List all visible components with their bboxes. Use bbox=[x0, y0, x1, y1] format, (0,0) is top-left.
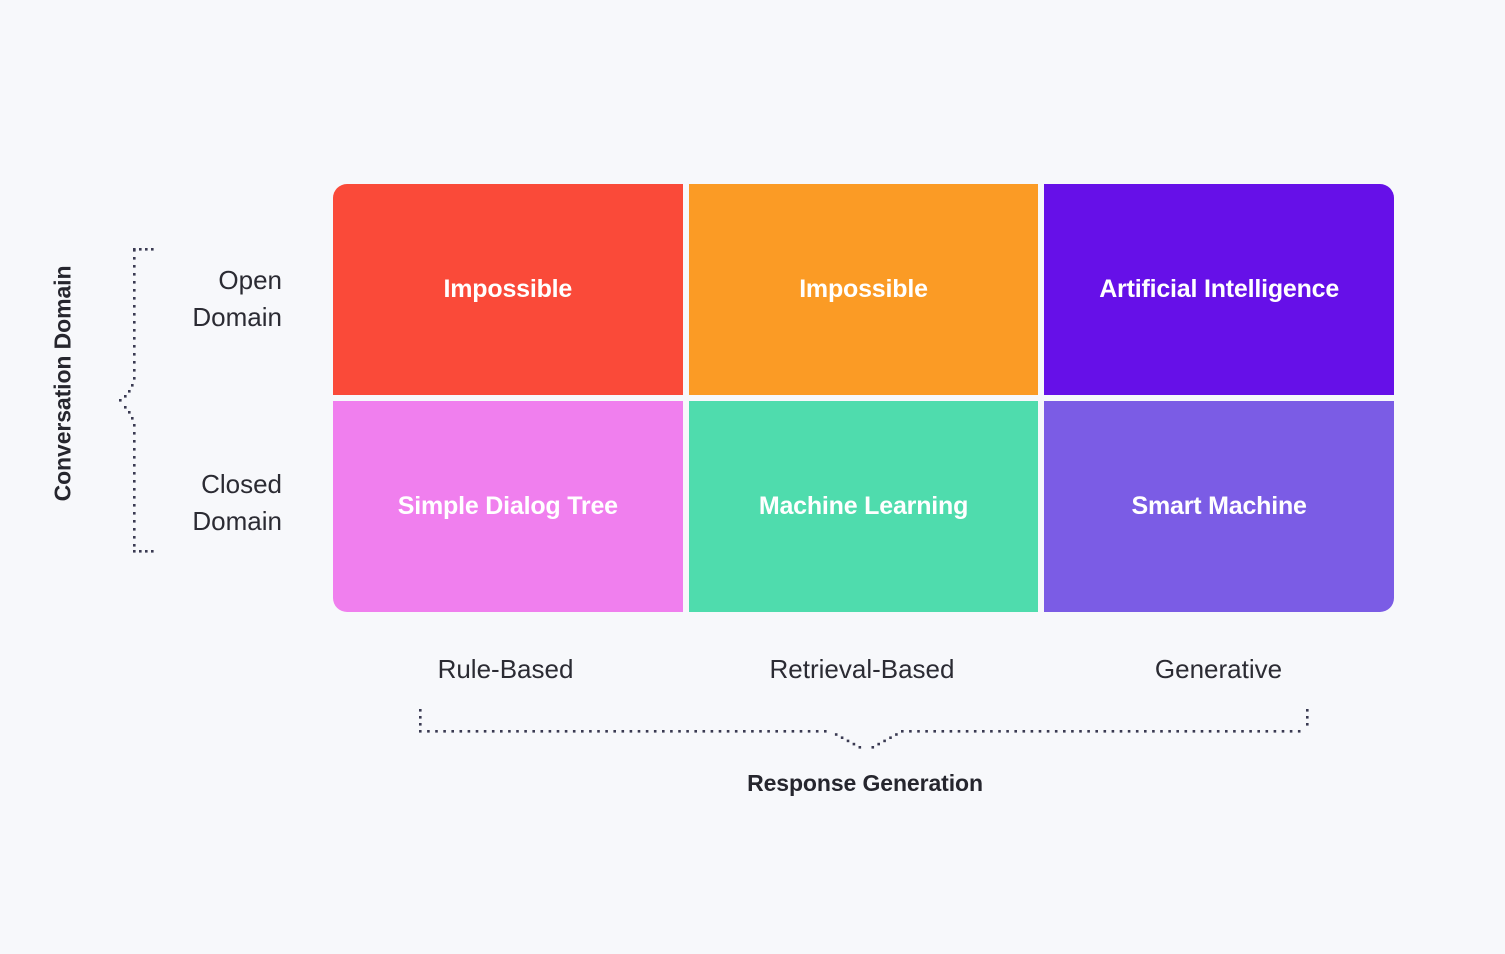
column-label-rule-based: Rule-Based bbox=[437, 654, 574, 684]
x-axis-title: Response Generation bbox=[747, 770, 983, 796]
capability-matrix: Impossible Impossible Artificial Intelli… bbox=[333, 184, 1394, 612]
row-label-closed-domain: Closed Domain bbox=[70, 466, 282, 540]
row-label-open-domain: Open Domain bbox=[70, 262, 282, 336]
matrix-cell[interactable]: Simple Dialog Tree bbox=[333, 401, 683, 612]
column-label-retrieval-based: Retrieval-Based bbox=[769, 654, 955, 684]
row-label-open-domain-line1: Open bbox=[218, 265, 282, 295]
matrix-cell[interactable]: Smart Machine bbox=[1044, 401, 1394, 612]
matrix-cell[interactable]: Impossible bbox=[333, 184, 683, 395]
row-label-open-domain-line2: Domain bbox=[192, 301, 282, 332]
row-label-closed-domain-line1: Closed bbox=[201, 469, 282, 499]
dotted-curly-brace-down-icon bbox=[419, 709, 1309, 749]
dotted-curly-brace-left-icon bbox=[119, 248, 154, 553]
row-label-closed-domain-line2: Domain bbox=[192, 505, 282, 536]
matrix-cell[interactable]: Machine Learning bbox=[688, 401, 1039, 612]
column-label-generative: Generative bbox=[1154, 654, 1283, 684]
matrix-cell[interactable]: Impossible bbox=[688, 184, 1039, 395]
matrix-cell[interactable]: Artificial Intelligence bbox=[1044, 184, 1394, 395]
